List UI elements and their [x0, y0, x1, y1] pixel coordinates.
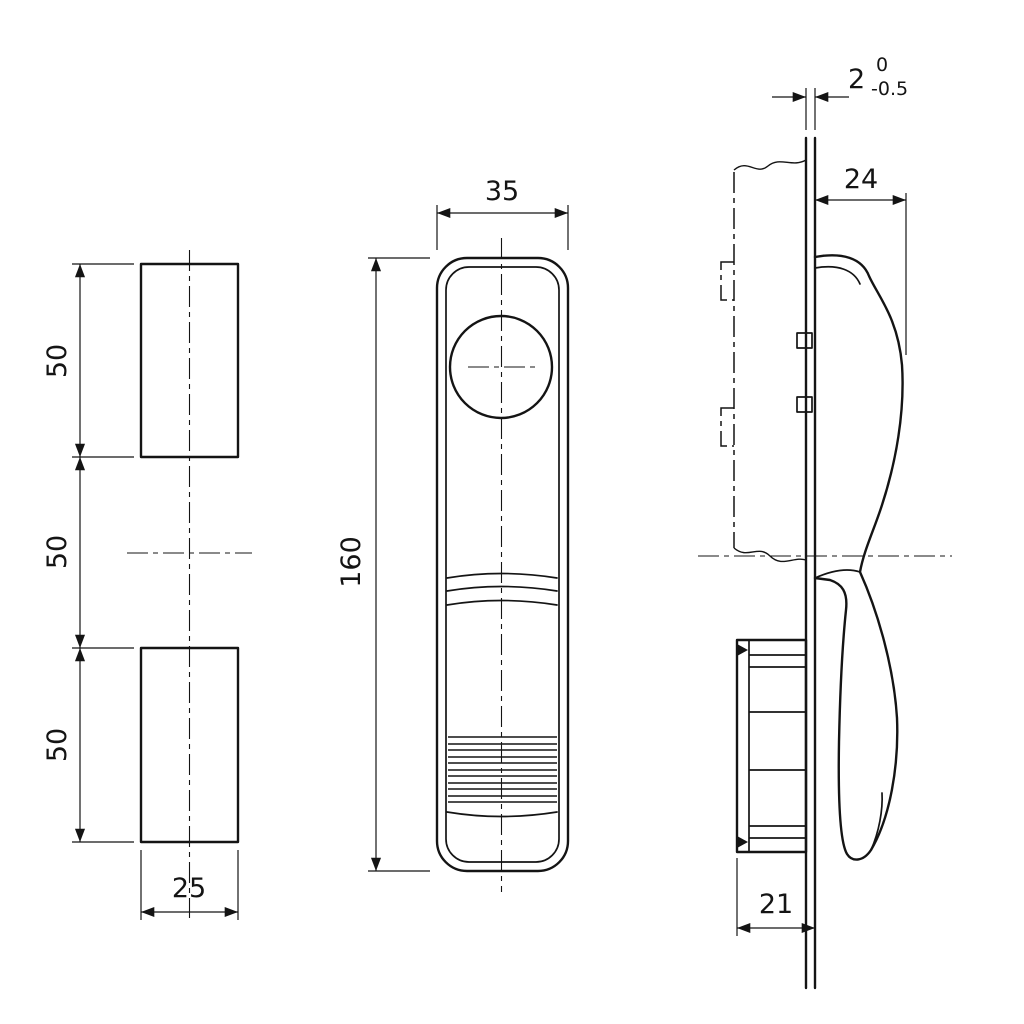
lock-depth-label: 21 [759, 889, 793, 920]
lock-case-phantom [720, 159, 813, 563]
cam-mark-top [737, 644, 748, 656]
cutout-dim-mid-label: 50 [42, 535, 73, 569]
handle-outline [435, 256, 570, 873]
cutout-view: 50 50 50 25 [42, 250, 252, 920]
panel-thickness-label: 2 [848, 64, 865, 95]
handle-depth-dimension: 24 [815, 164, 907, 355]
handle-seam-line [814, 569, 861, 579]
cutout-width-dimension: 25 [140, 850, 239, 920]
front-height-dimension: 160 [336, 257, 430, 872]
cutout-dim-width-label: 25 [172, 873, 206, 904]
cutout-dim-top-label: 50 [42, 344, 73, 378]
grip-curl-line [870, 792, 883, 851]
break-line-top [733, 159, 807, 171]
grip-ribs [448, 736, 557, 803]
cam-mark-bottom [737, 836, 748, 848]
front-view: 35 160 [336, 176, 570, 892]
panel-tolerance-upper-label: 0 [876, 54, 888, 76]
clip-mark-bottom [796, 396, 813, 413]
cutout-height-dimension: 50 50 50 [42, 263, 134, 843]
handle-inner-outline [445, 266, 560, 863]
break-line-bottom [733, 547, 807, 563]
lock-cylinder-block [735, 638, 808, 854]
panel-thickness-dimension: 2 0 -0.5 [772, 54, 908, 130]
handle-side-profile [813, 254, 904, 861]
front-dim-height-label: 160 [336, 536, 367, 588]
clip-mark-top [796, 332, 813, 349]
button-inner-line [814, 265, 861, 285]
front-dim-width-label: 35 [485, 176, 519, 207]
panel-tolerance-lower-label: -0.5 [871, 78, 908, 100]
handle-depth-label: 24 [844, 164, 878, 195]
lock-depth-dimension: 21 [736, 858, 815, 936]
side-view: 2 0 -0.5 24 21 [698, 54, 952, 990]
front-width-dimension: 35 [436, 176, 569, 250]
cutout-dim-bottom-label: 50 [42, 728, 73, 762]
